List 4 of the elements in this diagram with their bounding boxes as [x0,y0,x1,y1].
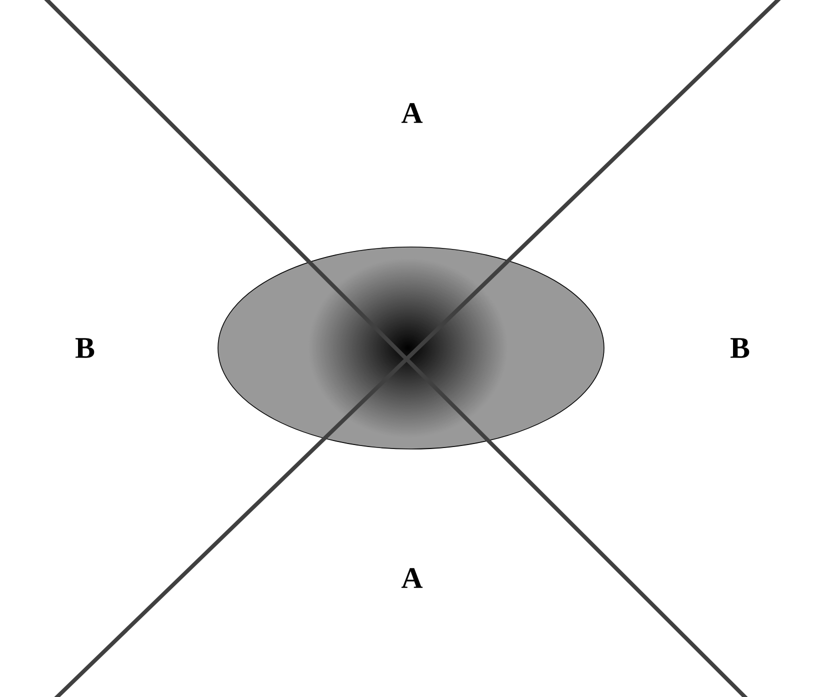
region-label: A [401,568,423,588]
region-label: B [76,338,94,358]
region-label: B [730,338,750,358]
region-label: A [401,103,423,123]
